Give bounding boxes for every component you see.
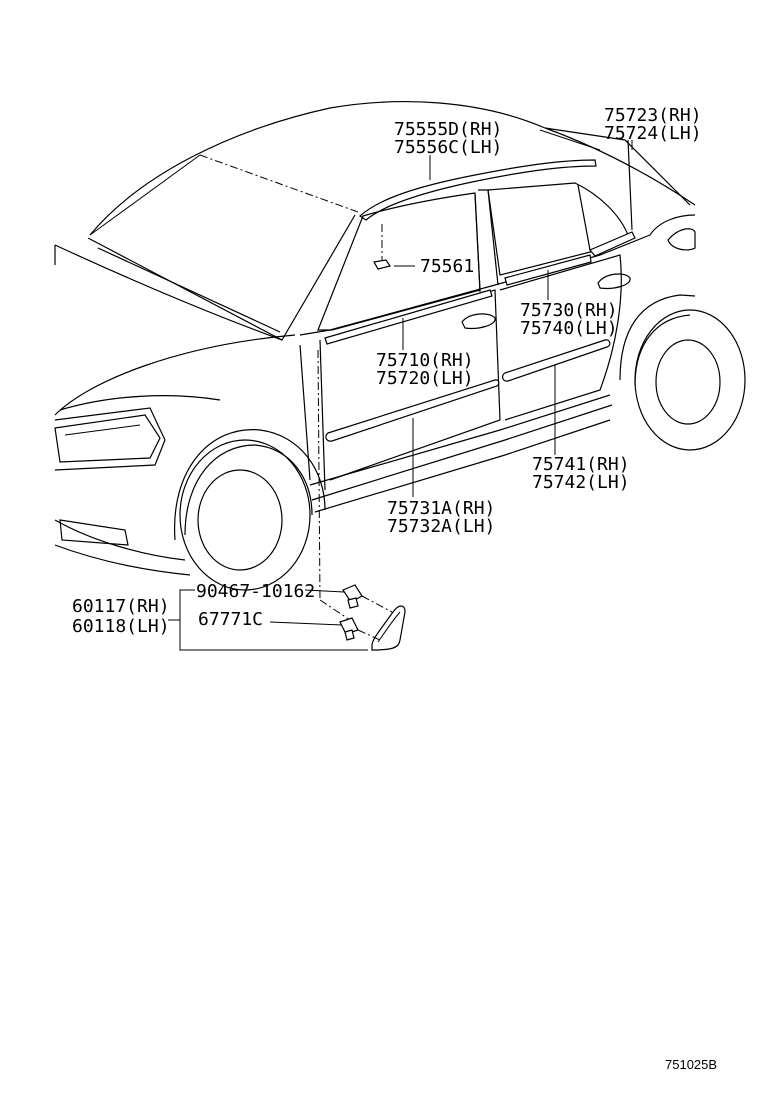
- label-75724-lh: 75724(LH): [604, 123, 702, 144]
- callout-labels: 75555D(RH) 75556C(LH) 75723(RH) 75724(LH…: [72, 105, 702, 637]
- leader-lines: [168, 140, 633, 651]
- label-75723-rh: 75723(RH): [604, 105, 702, 126]
- label-75710-rh: 75710(RH): [376, 350, 474, 371]
- label-75741-rh: 75741(RH): [532, 454, 630, 475]
- label-75556c-lh: 75556C(LH): [394, 137, 502, 158]
- label-60118-lh: 60118(LH): [72, 616, 170, 637]
- label-75561: 75561: [420, 256, 474, 277]
- mudguard-assembly: [339, 584, 406, 651]
- label-75555d-rh: 75555D(RH): [394, 119, 502, 140]
- label-75740-lh: 75740(LH): [520, 318, 618, 339]
- label-60117-rh: 60117(RH): [72, 596, 170, 617]
- illustration-code: 751025B: [665, 1057, 717, 1072]
- label-75730-rh: 75730(RH): [520, 300, 618, 321]
- label-90467-10162: 90467-10162: [196, 581, 315, 602]
- label-75732a-lh: 75732A(LH): [387, 516, 495, 537]
- label-75731a-rh: 75731A(RH): [387, 498, 495, 519]
- label-75742-lh: 75742(LH): [532, 472, 630, 493]
- car-illustration: [54, 101, 746, 621]
- label-67771c: 67771C: [198, 609, 263, 630]
- label-75720-lh: 75720(LH): [376, 368, 474, 389]
